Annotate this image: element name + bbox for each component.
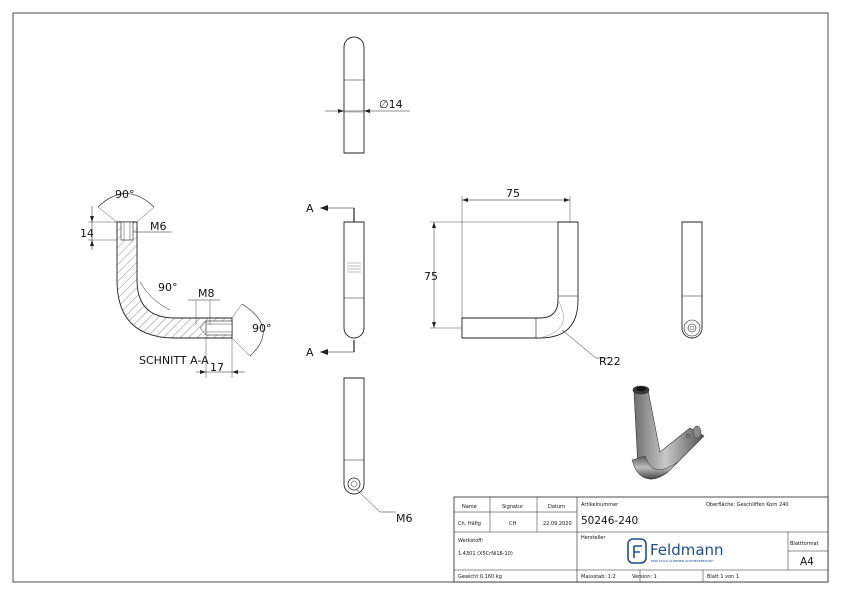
bottom-view: M6 [343, 377, 413, 525]
section-marker-a-bottom: A [306, 346, 314, 359]
tb-blattformat-value: A4 [800, 556, 814, 568]
top-view: ∅14 [325, 36, 410, 154]
tb-header-signatur: Signatur [502, 504, 524, 510]
tb-blattformat-label: Blattformat [790, 541, 819, 547]
section-length-label: 17 [210, 361, 224, 374]
iso-render [631, 385, 705, 480]
side-view: A A [306, 202, 365, 359]
tb-header-name: Name [462, 504, 477, 510]
section-marker-a-top: A [306, 202, 314, 215]
title-block: Name Signatur Datum Ch. Häfig CH 22.09.2… [453, 496, 829, 583]
right-view [681, 221, 703, 339]
tb-datum-value: 22.09.2020 [543, 521, 572, 527]
tb-blatt: Blatt 1 von 1 [707, 574, 739, 580]
section-thread-top-label: M6 [150, 220, 167, 233]
tb-hersteller-label: Hersteller [581, 535, 606, 541]
section-title: SCHNITT A-A [139, 354, 209, 367]
section-width-label: 14 [80, 227, 94, 240]
logo-text: Feldmann [650, 541, 724, 559]
logo-tagline: EDELSTAHL KLEMMEN SCHMIEDEBEDARF [651, 559, 713, 563]
tb-artikelnummer-label: Artikelnummer [581, 502, 619, 508]
tb-werkstoff-value: 1.4301 (X5CrNi18-10) [458, 551, 513, 557]
front-radius-label: R22 [599, 355, 621, 368]
front-height-label: 75 [424, 270, 438, 283]
section-angle-top-label: 90° [115, 188, 135, 201]
tb-artikelnummer-value: 50246-240 [581, 515, 638, 527]
tb-version: Version: 1 [632, 574, 657, 580]
feldmann-logo: Feldmann EDELSTAHL KLEMMEN SCHMIEDEBEDAR… [627, 538, 724, 564]
front-view: 75 75 R22 [424, 187, 621, 368]
section-view: 90° 14 M6 90° M8 90° 17 SCHNITT A-A [80, 188, 272, 378]
tb-name-value: Ch. Häfig [458, 521, 481, 527]
tb-massstab: Massstab: 1:2 [581, 574, 616, 580]
bottom-thread-label: M6 [396, 512, 413, 525]
tb-signatur-value: CH [509, 521, 516, 527]
section-angle-right-label: 90° [252, 322, 272, 335]
section-bend-angle-label: 90° [158, 281, 178, 294]
tb-werkstoff-label: Werkstoff: [458, 538, 484, 544]
top-diameter-label: ∅14 [379, 98, 403, 111]
front-width-label: 75 [506, 187, 520, 200]
section-thread-right-label: M8 [198, 287, 215, 300]
tb-gewicht: Gewicht 0.160 kg [458, 574, 502, 580]
tb-header-datum: Datum [548, 504, 565, 510]
tb-oberflaeche: Oberfläche: Geschliffen Korn 240 [706, 502, 789, 508]
sheet-border [12, 12, 829, 583]
